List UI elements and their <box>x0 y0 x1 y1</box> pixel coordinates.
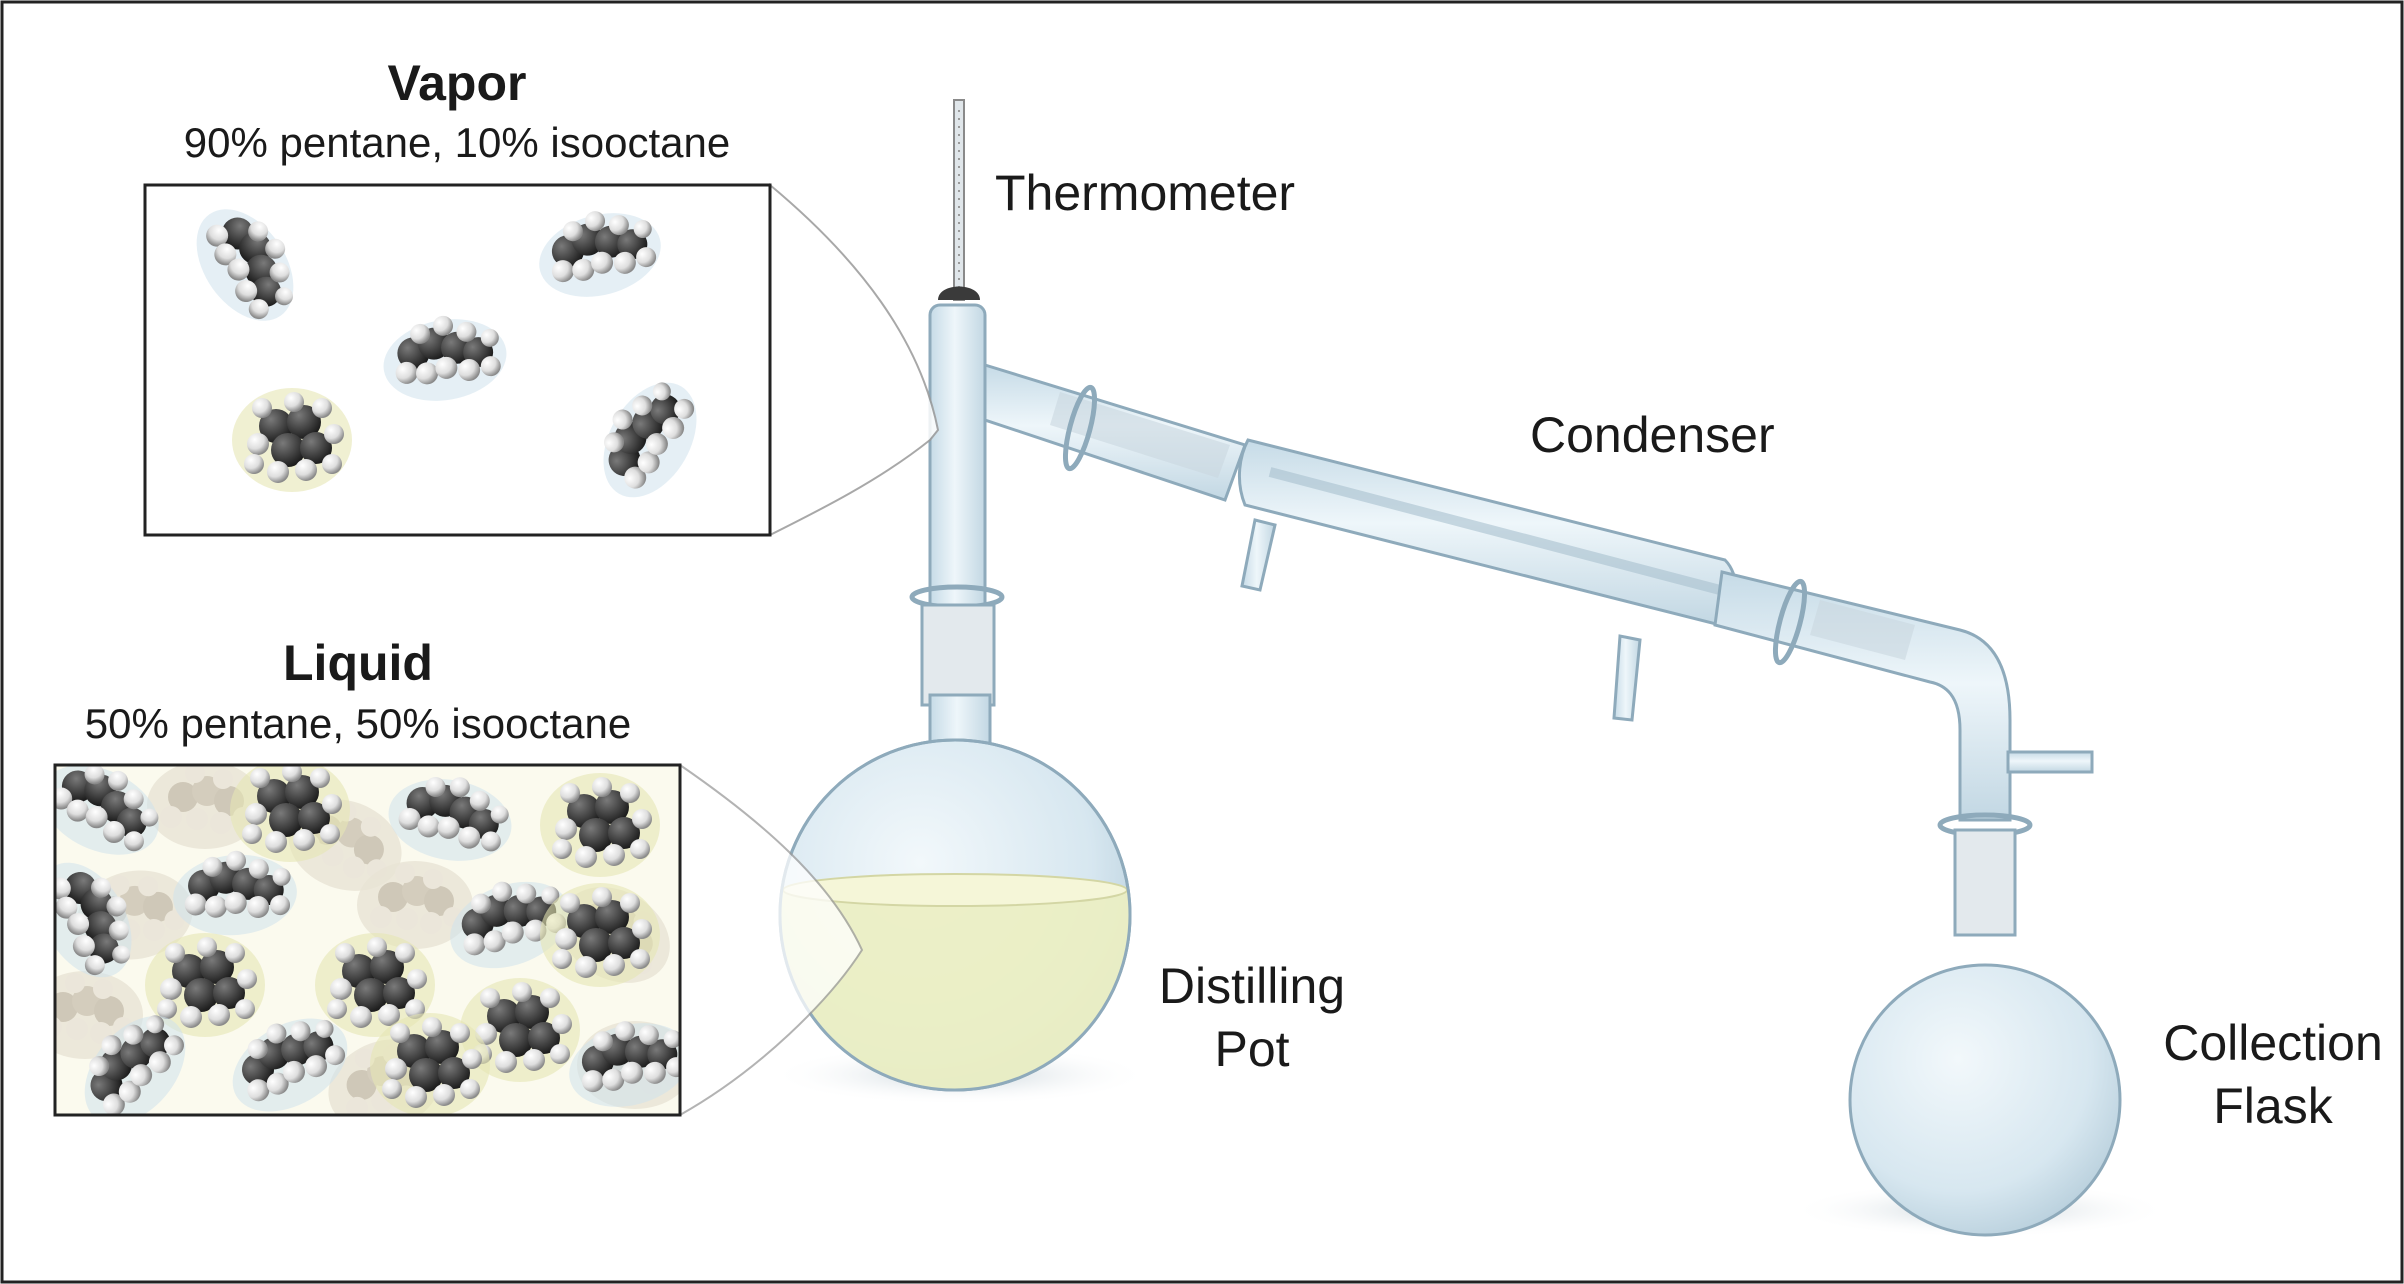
liquid-composition: 50% pentane, 50% isooctane <box>85 700 631 747</box>
liquid-panel <box>53 763 682 1117</box>
liquid-title: Liquid <box>283 635 433 691</box>
collection-flask-label-line1: Collection <box>2163 1015 2383 1071</box>
molecule <box>370 1013 490 1115</box>
molecule <box>540 773 660 877</box>
vapor-panel <box>143 183 772 537</box>
molecule <box>232 388 352 492</box>
vapor-composition: 90% pentane, 10% isooctane <box>184 119 730 166</box>
vapor-title: Vapor <box>388 55 527 111</box>
molecule <box>230 765 350 862</box>
vapor-callout-wedge <box>769 182 940 537</box>
distilling-pot-label-line2: Pot <box>1214 1021 1289 1077</box>
condenser <box>983 362 2094 822</box>
distilling-pot-label-line1: Distilling <box>1159 958 1345 1014</box>
still-head <box>909 303 1005 707</box>
liquid-callout-wedge <box>679 763 864 1117</box>
distillation-apparatus <box>770 99 2170 1238</box>
molecule <box>540 883 660 987</box>
thermometer-device <box>938 99 980 301</box>
collection-flask-label-line2: Flask <box>2213 1078 2333 1134</box>
thermometer-label: Thermometer <box>995 165 1295 221</box>
condenser-label: Condenser <box>1530 407 1775 463</box>
collection-flask <box>1848 812 2122 1237</box>
